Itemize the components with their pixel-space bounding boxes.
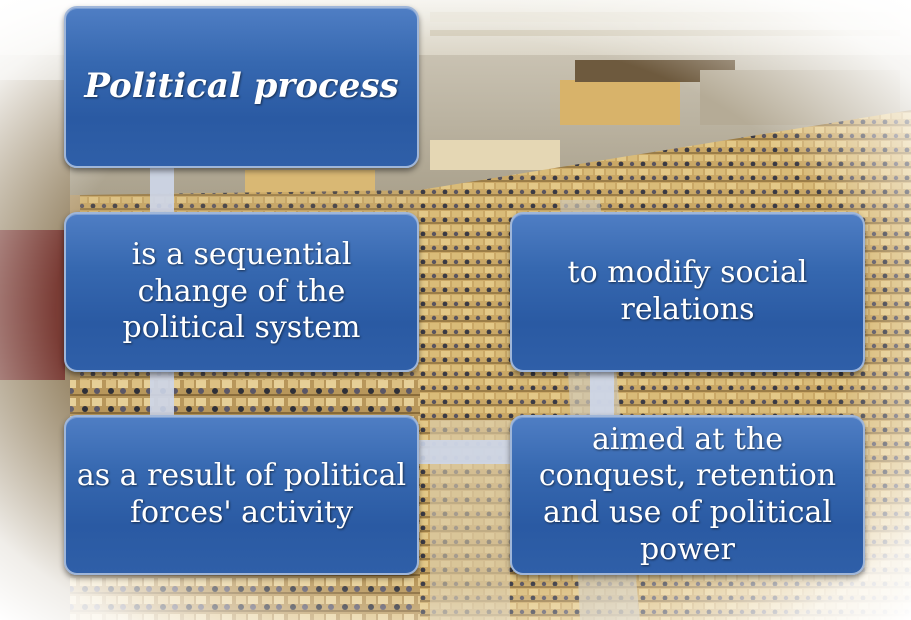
connector-aim-to-goal (590, 370, 614, 418)
goal-box: to modify social relations (510, 212, 865, 372)
title-box: Political process (64, 6, 419, 168)
aim-text: aimed at the conquest, retention and use… (538, 421, 837, 567)
result-text: as a result of political forces' activit… (76, 458, 407, 530)
goal-text: to modify social relations (567, 255, 808, 327)
definition-text: is a sequential change of the political … (122, 237, 361, 346)
result-box: as a result of political forces' activit… (64, 415, 419, 575)
aim-box: aimed at the conquest, retention and use… (510, 415, 865, 575)
connector-result-to-aim (418, 440, 514, 464)
diagram-title: Political process (84, 66, 399, 107)
connector-definition-to-result (150, 370, 174, 418)
connector-title-to-definition (150, 165, 174, 215)
definition-box: is a sequential change of the political … (64, 212, 419, 372)
